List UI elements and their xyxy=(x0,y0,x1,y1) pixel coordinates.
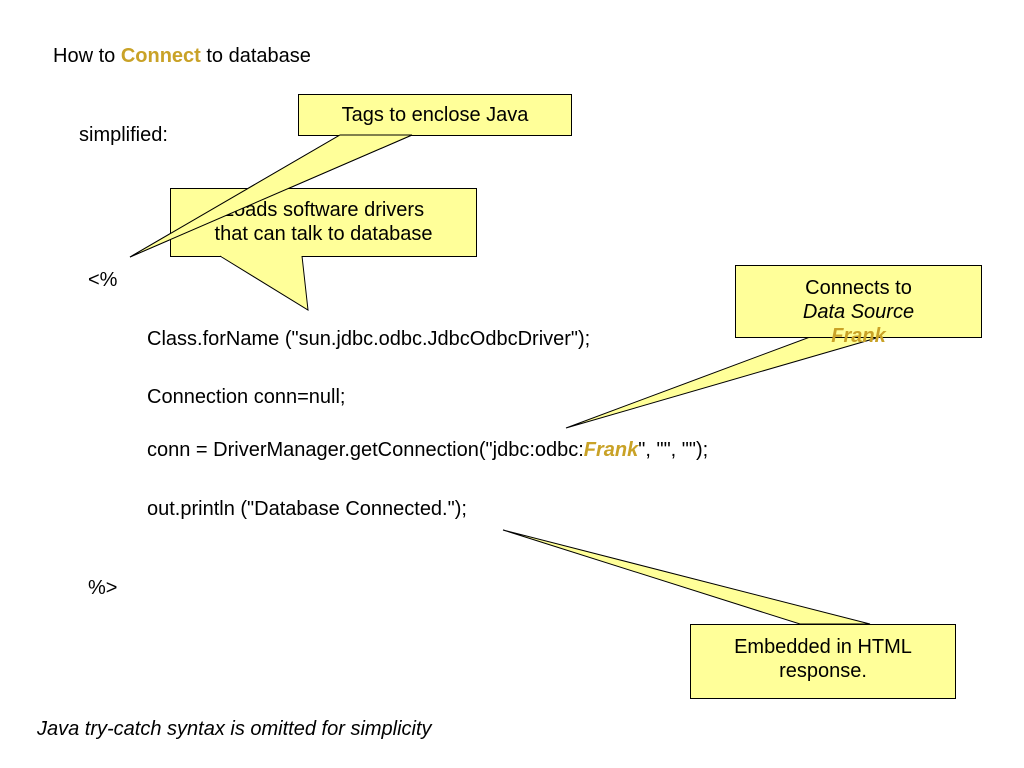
callout-loads-drivers: Loads software drivers that can talk to … xyxy=(170,188,477,257)
slide-title: How to Connect to database xyxy=(53,45,311,67)
code-highlight-frank: Frank xyxy=(583,439,639,461)
code-line-println: out.println ("Database Connected."); xyxy=(147,498,467,520)
callout-tags-to-enclose-java: Tags to enclose Java xyxy=(298,94,572,136)
pointer-tags-overlay xyxy=(129,134,413,258)
footnote: Java try-catch syntax is omitted for sim… xyxy=(37,718,432,740)
code-line-get-connection: conn = DriverManager.getConnection("jdbc… xyxy=(147,439,709,461)
code-close-tag: %> xyxy=(88,577,118,599)
code-open-tag: <% xyxy=(88,269,118,291)
pointer-drivers xyxy=(219,255,309,311)
callout-embedded-in-html: Embedded in HTML response. xyxy=(690,624,956,699)
title-highlight: Connect xyxy=(120,45,201,67)
callout-connects-to: Connects to Data Source Frank xyxy=(735,265,982,347)
code-line-connection: Connection conn=null; xyxy=(147,386,346,408)
connects-highlight-frank: Frank xyxy=(831,325,886,347)
subtitle: simplified: xyxy=(79,124,168,146)
code-line-class-forname: Class.forName ("sun.jdbc.odbc.JdbcOdbcDr… xyxy=(147,328,591,350)
